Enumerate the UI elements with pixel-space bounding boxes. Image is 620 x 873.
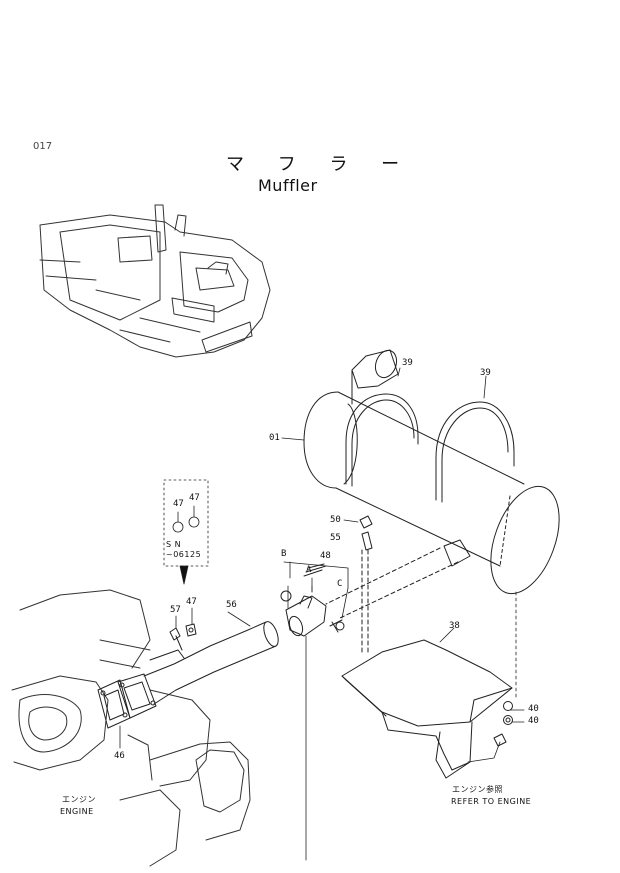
callout-B: B [281, 549, 287, 559]
serial-number-inset [164, 480, 208, 584]
callout-47: 47 [186, 597, 197, 607]
bolt-50 [360, 516, 372, 528]
inset-callout-47-left: 47 [173, 499, 184, 509]
muffler-bracket-38 [342, 640, 512, 778]
leader-lines [120, 368, 524, 860]
inset-callout-47-right: 47 [189, 493, 200, 503]
callout-40-lower: 40 [528, 716, 539, 726]
callout-38: 38 [449, 621, 460, 631]
bolt-57 [170, 628, 182, 650]
callout-01: 01 [269, 433, 280, 443]
nut-47 [186, 624, 196, 636]
callout-39-front: 39 [402, 358, 413, 368]
note-refer-jp: エンジン参照 [452, 785, 503, 794]
engine-outline [12, 590, 250, 866]
inset-serial-range: ~06125 [166, 550, 202, 559]
callout-C: C [337, 579, 343, 589]
callout-39-rear: 39 [480, 368, 491, 378]
u-bolt-39-rear [436, 402, 514, 502]
callout-A: A [306, 565, 312, 575]
note-engine-en: ENGINE [60, 807, 94, 816]
note-engine-jp: エンジン [62, 795, 96, 804]
page-number: 017 [33, 141, 53, 152]
callout-50: 50 [330, 515, 341, 525]
exhaust-flange [98, 674, 156, 728]
callout-40-upper: 40 [528, 704, 539, 714]
callout-55: 55 [330, 533, 341, 543]
callout-48: 48 [320, 551, 331, 561]
note-refer-en: REFER TO ENGINE [451, 797, 532, 806]
title-english: Muffler [258, 176, 318, 195]
exhaust-pipe [144, 620, 281, 704]
callout-46: 46 [114, 751, 125, 761]
pin-55 [362, 532, 372, 654]
u-bolt-39-front [346, 394, 418, 486]
machine-overview-illustration [40, 205, 270, 357]
pipe-clamp-48 [281, 564, 344, 637]
inset-serial-prefix: S N [166, 540, 182, 549]
callout-56: 56 [226, 600, 237, 610]
nut-40 [494, 702, 513, 747]
callout-57: 57 [170, 605, 181, 615]
muffler-body-01 [304, 347, 572, 618]
title-japanese: マ フ ラ ー [226, 154, 414, 175]
